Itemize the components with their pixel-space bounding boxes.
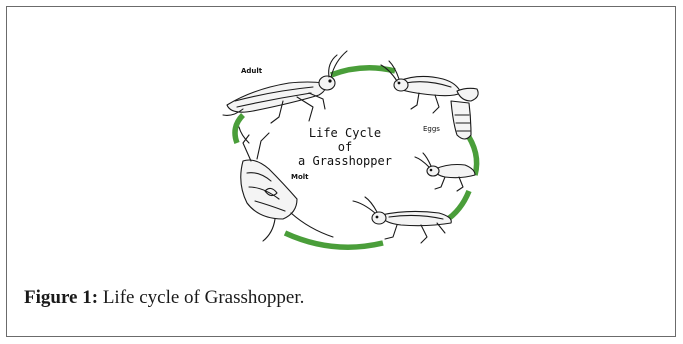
figure-caption-text: Life cycle of Grasshopper. (98, 287, 304, 308)
center-title: Life Cycle of a Grasshopper (298, 126, 392, 168)
life-cycle-diagram: Adult Eggs Molt Life Cycle of a Grasshop… (213, 43, 485, 259)
figure-caption-label: Figure 1: (24, 287, 98, 308)
adult-grasshopper-drawing (223, 51, 347, 123)
young-grasshopper-drawing (353, 197, 451, 243)
stage-label-eggs: Eggs (423, 125, 440, 133)
arc-left (235, 115, 243, 143)
stage-label-adult: Adult (241, 67, 263, 75)
stage-label-molt: Molt (291, 173, 309, 181)
arc-top (331, 68, 395, 75)
arc-right-lower (445, 191, 469, 221)
molting-grasshopper-drawing (239, 127, 333, 241)
arc-bottom (285, 233, 383, 247)
figure-caption: Figure 1: Life cycle of Grasshopper. (24, 287, 304, 309)
center-title-line-3: a Grasshopper (298, 154, 392, 168)
center-title-line-2: of (338, 140, 352, 154)
figure-frame: Adult Eggs Molt Life Cycle of a Grasshop… (6, 6, 676, 337)
center-title-line-1: Life Cycle (309, 126, 381, 140)
nymph-grasshopper-drawing (415, 153, 475, 191)
